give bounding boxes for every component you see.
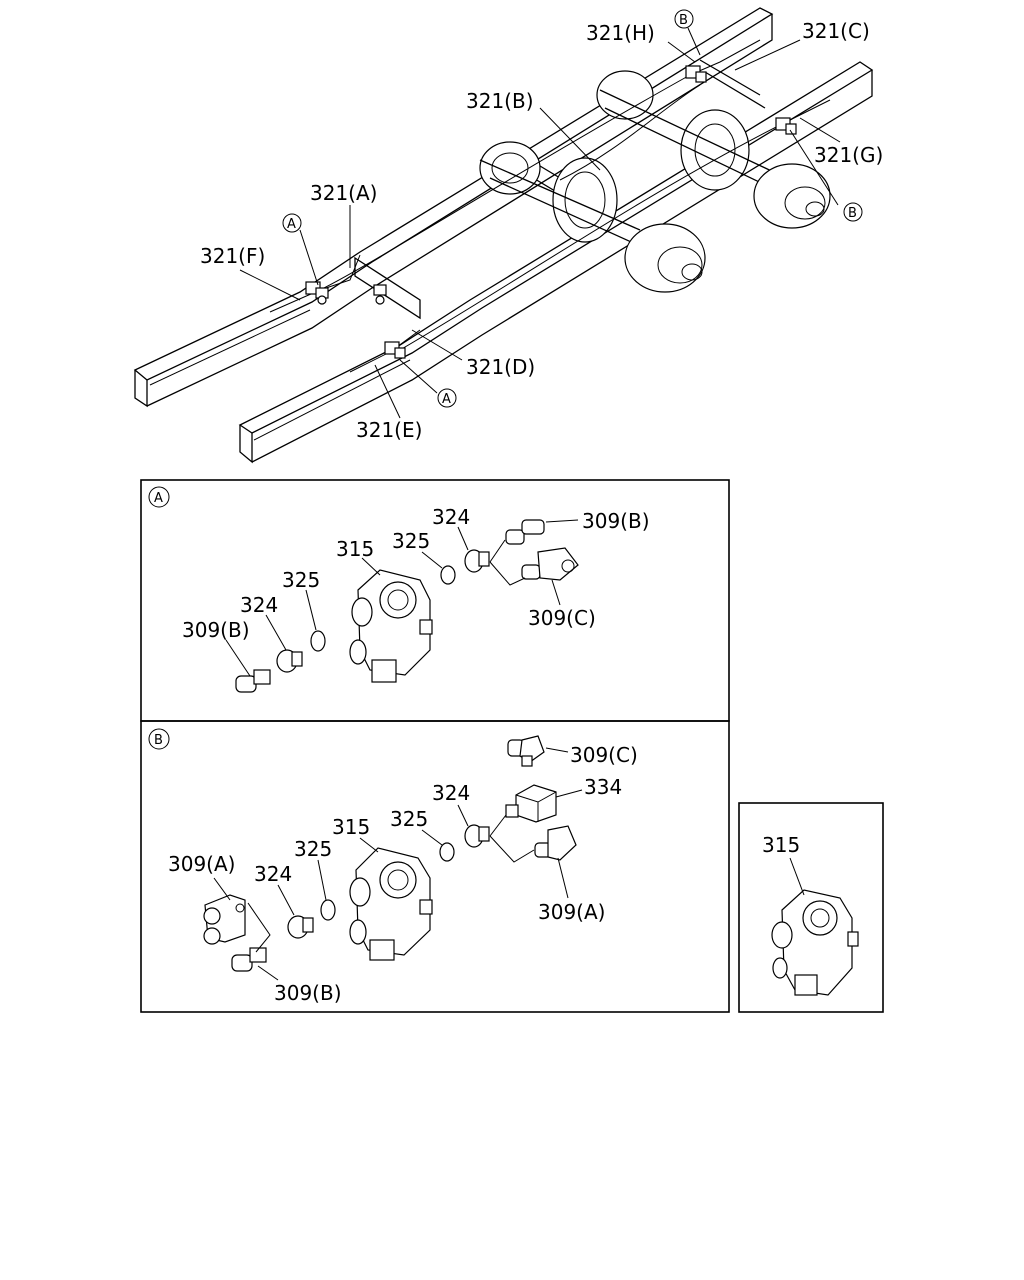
detail-a-marker-circle: [148, 486, 170, 508]
detail-a-panel: A: [140, 479, 730, 722]
fitting-309c-b: [507, 735, 545, 767]
label-325-top-a: 325: [392, 529, 430, 553]
label-309b-top-a: 309(B): [582, 509, 650, 533]
label-315-b: 315: [332, 815, 370, 839]
valve-315-b: [349, 847, 433, 961]
valve-315-a: [349, 569, 433, 683]
valve-cluster-rear-left: [685, 65, 707, 83]
marker-b-top: B: [679, 13, 688, 28]
detail-b-marker: B: [154, 733, 163, 748]
washer-325-left-a: [310, 630, 326, 652]
overview-leader-lines: [239, 27, 841, 419]
label-334-b: 334: [584, 775, 622, 799]
label-309b-left-a: 309(B): [182, 618, 250, 642]
label-324-top-b: 324: [432, 781, 470, 805]
adapter-324-top-b: [464, 824, 490, 848]
brake-lines: [269, 39, 831, 373]
label-321-c: 321(C): [802, 19, 870, 43]
detail-b-panel: B: [140, 720, 730, 1013]
block-334-b: [505, 784, 557, 823]
washer-325-left-b: [320, 899, 336, 921]
label-321-a: 321(A): [310, 181, 377, 205]
fitting-309a-left-b: [203, 894, 246, 945]
label-321-b: 321(B): [466, 89, 534, 113]
rear-axle-forward: [479, 141, 706, 293]
label-324-left-b: 324: [254, 862, 292, 886]
marker-a-bottom: A: [442, 392, 451, 407]
chassis-overview: 321(H) B 321(C) 321(B) 321(G) B 321(A) A…: [133, 7, 883, 464]
detail-a-leader-lines: [225, 519, 579, 677]
inset-panel: 315: [738, 802, 884, 1013]
valve-315-inset: [771, 889, 859, 996]
fitting-309a-right-b: [534, 825, 577, 861]
marker-b-right: B: [848, 206, 857, 221]
chassis-left-rail: [133, 7, 774, 408]
fitting-309b-b: [231, 947, 267, 972]
valve-cluster-front-right: [384, 341, 406, 359]
label-309c-b: 309(C): [570, 743, 638, 767]
valve-cluster-front-left: [305, 281, 329, 305]
label-315-inset: 315: [762, 833, 800, 857]
detail-a-marker: A: [154, 491, 163, 506]
label-309a-right-b: 309(A): [538, 900, 605, 924]
marker-a-left: A: [287, 217, 296, 232]
label-325-left-a: 325: [282, 568, 320, 592]
label-321-e: 321(E): [356, 418, 422, 442]
valve-clusters: [305, 65, 797, 359]
valve-cluster-front-center: [373, 284, 387, 305]
label-321-d: 321(D): [466, 355, 535, 379]
label-324-left-a: 324: [240, 593, 278, 617]
rear-axle-rear: [596, 70, 831, 229]
washer-325-top-a: [440, 565, 456, 585]
adapter-324-left-a: [276, 649, 303, 673]
marker-b-circle-top: [674, 9, 694, 29]
fitting-309b-top-a: [505, 519, 545, 545]
marker-a-circle-bottom: [437, 388, 457, 408]
fitting-309c-a: [521, 547, 579, 581]
fitting-309b-left-a: [235, 669, 271, 693]
label-321-g: 321(G): [814, 143, 883, 167]
label-321-h: 321(H): [586, 21, 655, 45]
valve-cluster-rear-right: [775, 117, 797, 135]
label-325-left-b: 325: [294, 837, 332, 861]
adapter-324-left-b: [287, 915, 314, 939]
label-309c-a: 309(C): [528, 606, 596, 630]
label-315-a: 315: [336, 537, 374, 561]
adapter-324-top-a: [464, 549, 490, 573]
label-325-top-b: 325: [390, 807, 428, 831]
chassis-right-rail: [238, 61, 874, 464]
marker-a-circle-left: [282, 213, 302, 233]
label-321-f: 321(F): [200, 244, 265, 268]
label-309a-left-b: 309(A): [168, 852, 235, 876]
marker-b-circle-right: [843, 202, 863, 222]
detail-b-marker-circle: [148, 728, 170, 750]
detail-b-leader-lines: [213, 747, 583, 981]
label-324-top-a: 324: [432, 505, 470, 529]
washer-325-top-b: [439, 842, 455, 862]
inset-leader-line: [789, 857, 805, 896]
label-309b-b: 309(B): [274, 981, 342, 1005]
